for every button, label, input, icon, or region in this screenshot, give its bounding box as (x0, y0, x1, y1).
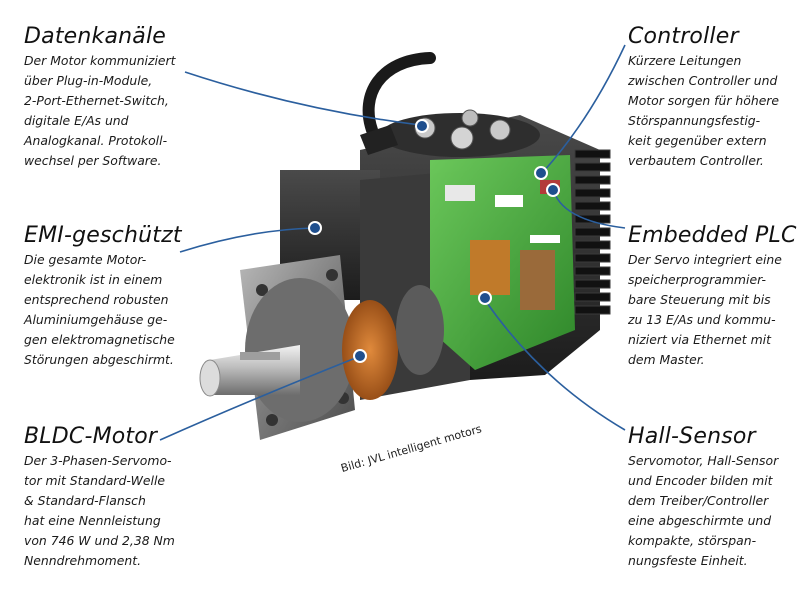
callout-plc: Embedded PLC Der Servo integriert eine s… (628, 223, 800, 370)
cooling-fins (574, 149, 611, 315)
leader-line-hall (484, 299, 626, 431)
callout-title: EMI-geschützt (24, 223, 182, 248)
marker-plc (546, 183, 560, 197)
marker-emi (308, 221, 322, 235)
callout-title: BLDC-Motor (24, 424, 158, 449)
marker-hall (478, 291, 492, 305)
marker-controller (534, 166, 548, 180)
callout-title: Hall-Sensor (628, 424, 756, 449)
motor-shaft (199, 345, 300, 397)
leader-line-datenkanaele (184, 71, 421, 126)
callout-text: Der 3-Phasen-Servomo- tor mit Standard-W… (24, 453, 175, 568)
leader-line-plc (552, 187, 626, 229)
callout-text: Servomotor, Hall-Sensor und Encoder bild… (628, 453, 779, 568)
leader-line-emi (179, 227, 314, 253)
callout-title: Embedded PLC (628, 223, 797, 248)
callout-bldc: BLDC-Motor Der 3-Phasen-Servomo- tor mit… (24, 424, 194, 571)
callout-text: Der Motor kommuniziert über Plug-in-Modu… (24, 53, 176, 168)
pcb-cutaway (430, 155, 575, 370)
callout-title: Controller (628, 24, 739, 49)
callout-hall: Hall-Sensor Servomotor, Hall-Sensor und … (628, 424, 800, 571)
callout-controller: Controller Kürzere Leitungen zwischen Co… (628, 24, 800, 171)
callout-text: Die gesamte Motor- elektronik ist in ein… (24, 252, 175, 367)
marker-bldc (353, 349, 367, 363)
callout-datenkanaele: Datenkanäle Der Motor kommuniziert über … (24, 24, 234, 171)
callout-title: Datenkanäle (24, 24, 167, 49)
callout-emi: EMI-geschützt Die gesamte Motor- elektro… (24, 223, 224, 370)
callout-text: Der Servo integriert eine speicherprogra… (628, 252, 782, 367)
marker-datenkanaele (415, 119, 429, 133)
leader-line-bldc (159, 356, 359, 441)
cable-gland (360, 125, 398, 155)
stator-windings (342, 285, 444, 400)
callout-text: Kürzere Leitungen zwischen Controller un… (628, 53, 780, 168)
leader-line-controller (542, 44, 626, 173)
